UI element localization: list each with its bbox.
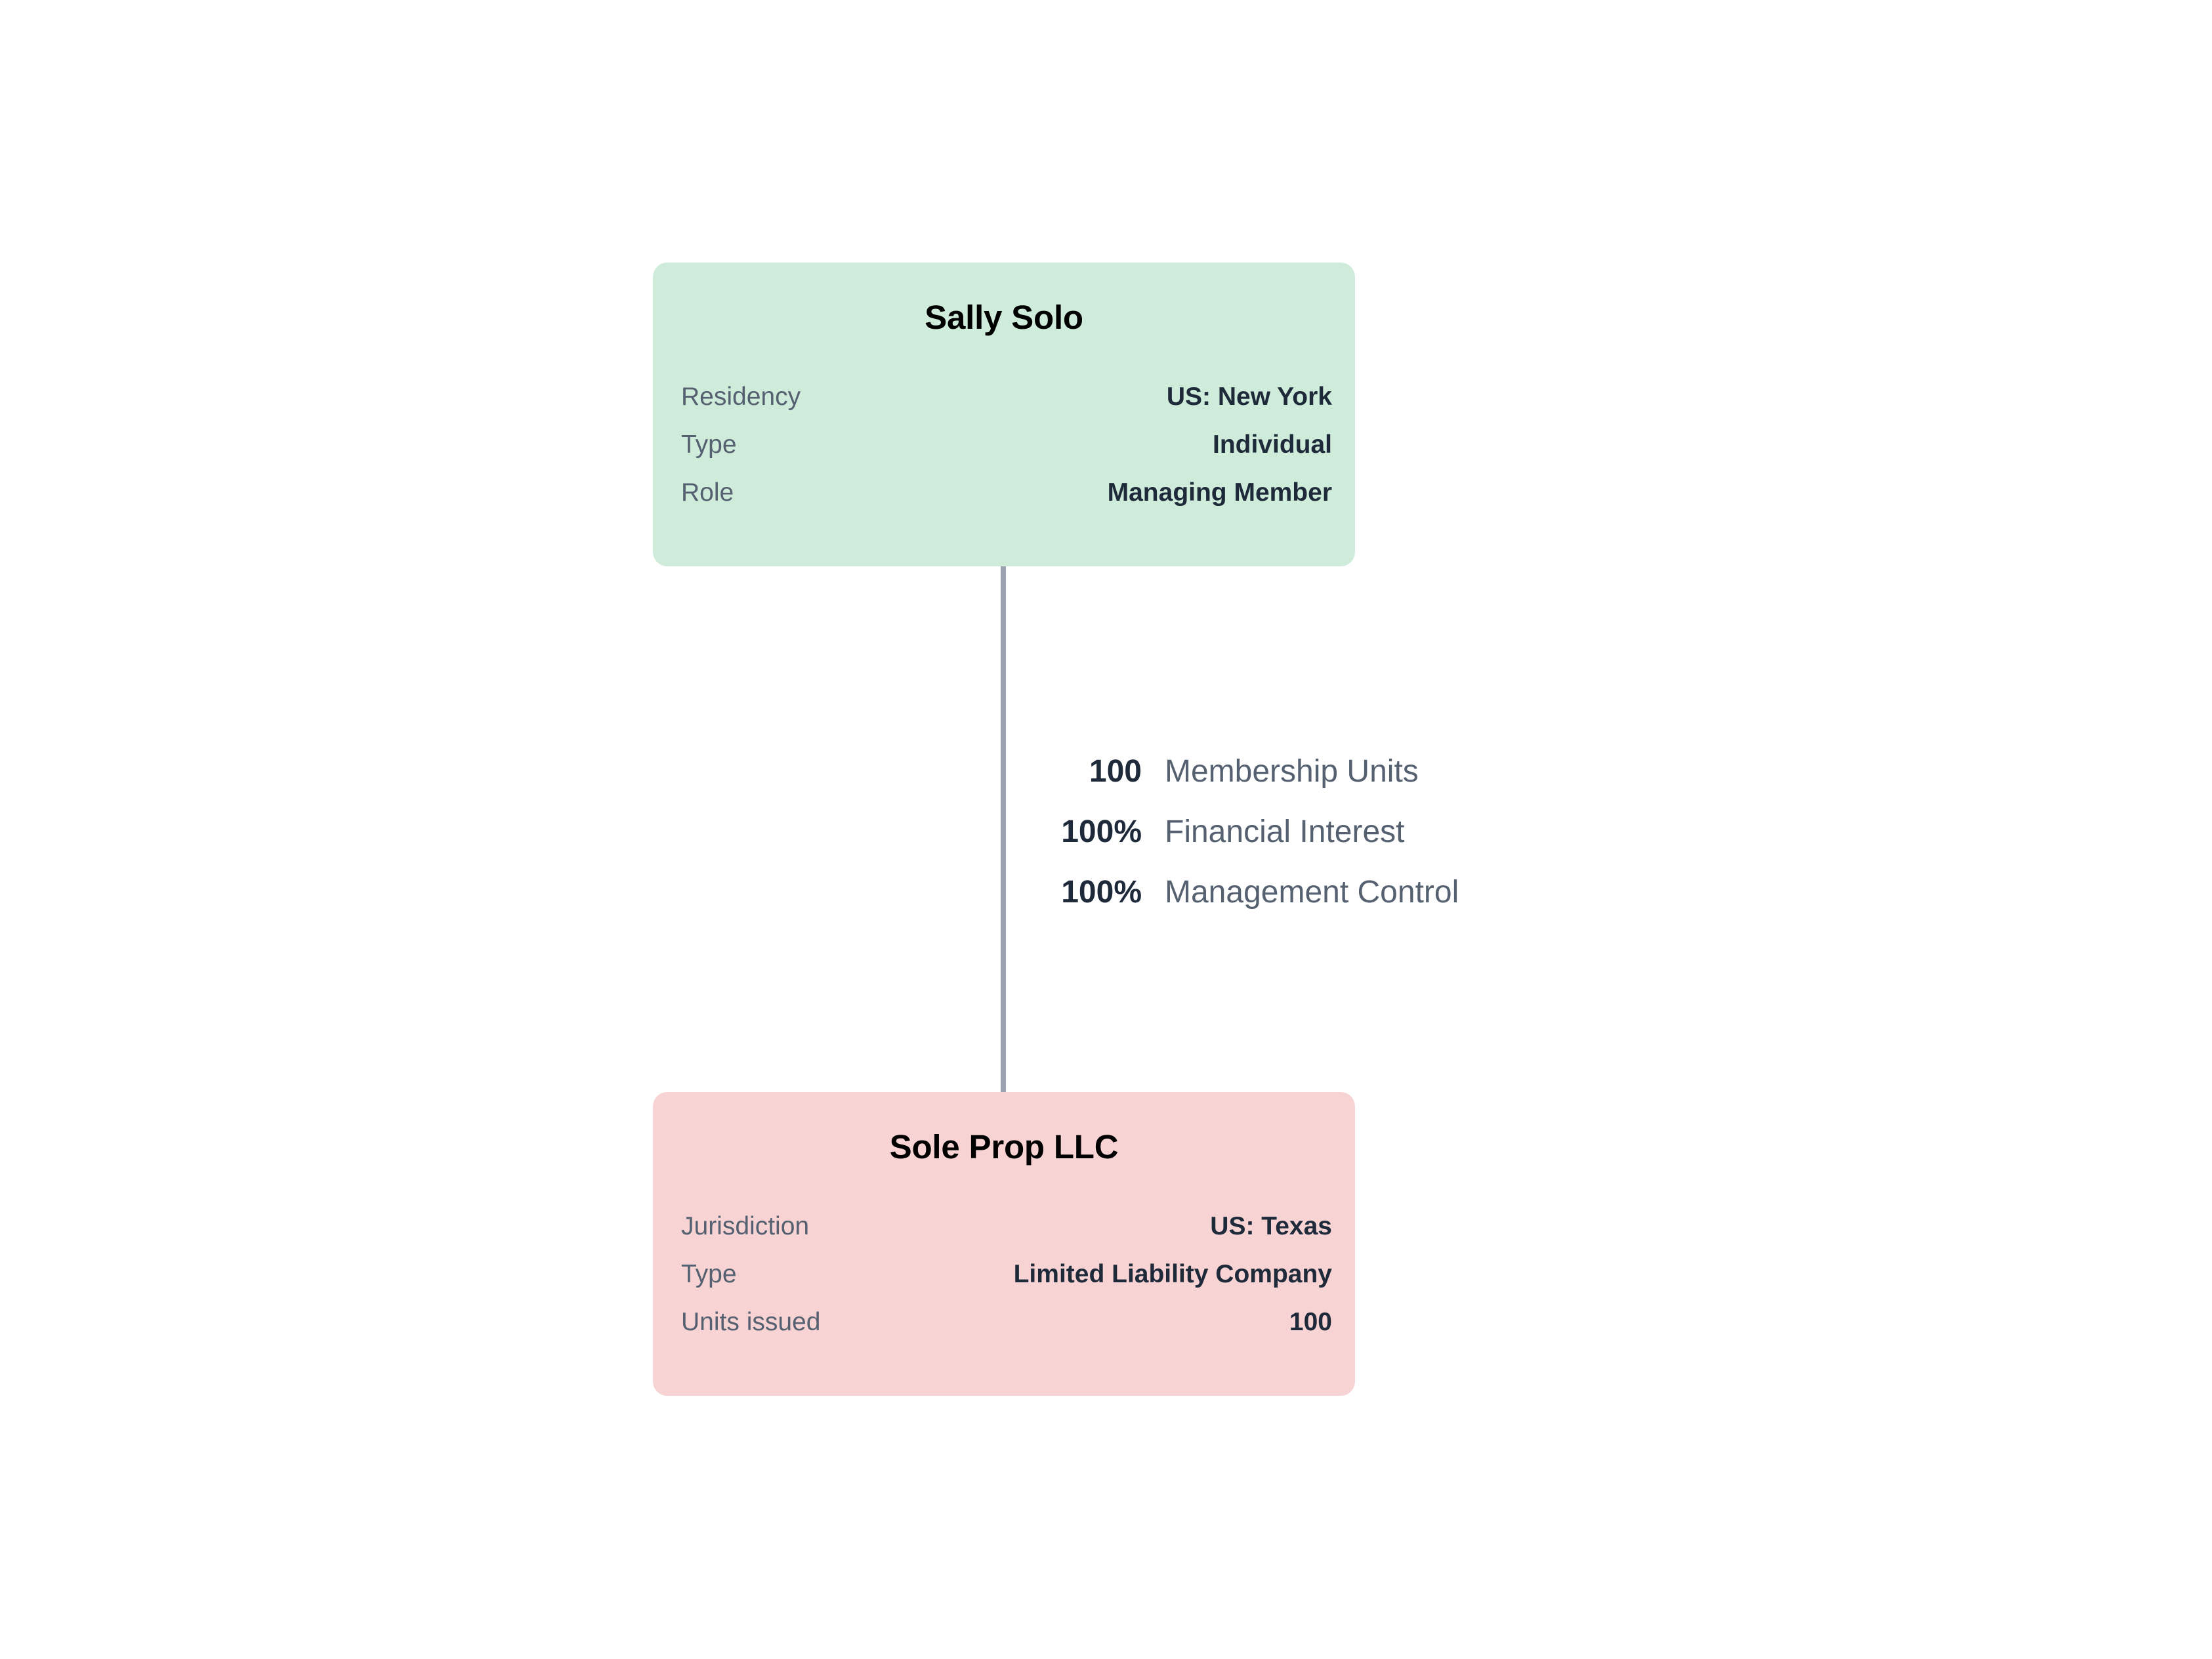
edge-label-row: 100 Membership Units <box>1024 742 1614 802</box>
node-title: Sally Solo <box>925 299 1083 336</box>
node-attribute-row: Jurisdiction US: Texas <box>681 1202 1332 1250</box>
node-attribute-list: Jurisdiction US: Texas Type Limited Liab… <box>681 1202 1332 1346</box>
attribute-label: Type <box>681 430 737 459</box>
edge-text: Membership Units <box>1165 754 1419 789</box>
edge-text: Management Control <box>1165 875 1459 910</box>
attribute-value: Managing Member <box>1107 478 1332 507</box>
attribute-value: 100 <box>1289 1308 1332 1336</box>
edge-amount: 100% <box>1061 814 1142 849</box>
node-title: Sole Prop LLC <box>889 1128 1119 1166</box>
attribute-label: Units issued <box>681 1308 821 1336</box>
edge-label-row: 100% Management Control <box>1024 862 1614 923</box>
node-attribute-row: Role Managing Member <box>681 469 1332 516</box>
attribute-value: Limited Liability Company <box>1013 1260 1332 1288</box>
attribute-label: Residency <box>681 383 801 411</box>
node-attribute-row: Type Limited Liability Company <box>681 1250 1332 1298</box>
node-sole-prop-llc[interactable]: Sole Prop LLC Jurisdiction US: Texas Typ… <box>653 1092 1355 1396</box>
attribute-label: Role <box>681 478 734 507</box>
attribute-value: Individual <box>1212 430 1332 459</box>
edge-amount: 100% <box>1061 875 1142 910</box>
node-attribute-list: Residency US: New York Type Individual R… <box>681 373 1332 516</box>
node-sally-solo[interactable]: Sally Solo Residency US: New York Type I… <box>653 262 1355 566</box>
attribute-value: US: Texas <box>1210 1212 1332 1240</box>
edge-label-row: 100% Financial Interest <box>1024 802 1614 862</box>
attribute-label: Jurisdiction <box>681 1212 810 1240</box>
node-attribute-row: Residency US: New York <box>681 373 1332 421</box>
edge-label-group: 100 Membership Units 100% Financial Inte… <box>1024 742 1614 923</box>
attribute-value: US: New York <box>1166 383 1332 411</box>
node-attribute-row: Type Individual <box>681 421 1332 469</box>
edge-amount: 100 <box>1089 754 1142 789</box>
edge-text: Financial Interest <box>1165 814 1405 849</box>
attribute-label: Type <box>681 1260 737 1288</box>
ownership-connector-line <box>1001 566 1006 1092</box>
node-attribute-row: Units issued 100 <box>681 1298 1332 1346</box>
